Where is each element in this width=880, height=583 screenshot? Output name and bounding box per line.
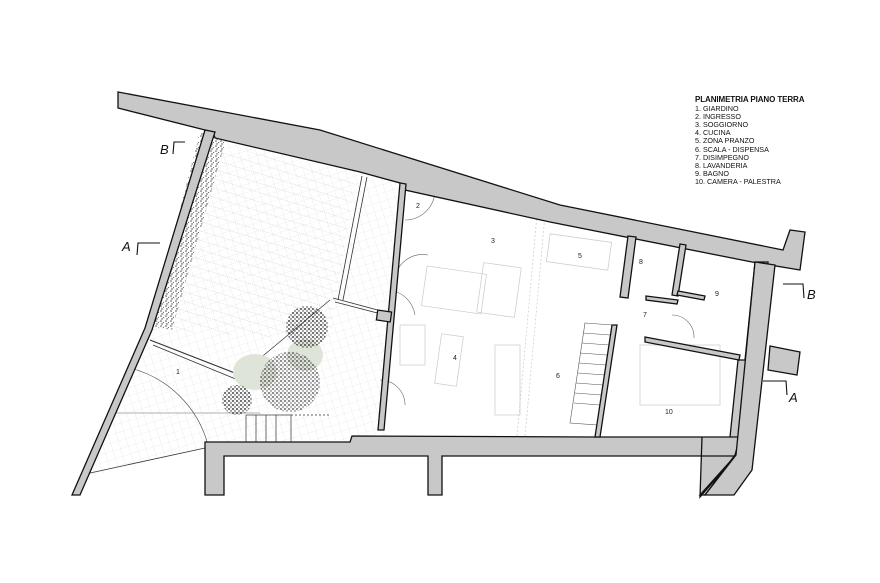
walls [71,91,806,499]
legend-item: 9. BAGNO [695,168,729,178]
legend-item: 1. GIARDINO [695,104,739,114]
partition-7-10 [644,336,741,361]
room-number-5: 5 [578,253,582,260]
east-wall-stub [767,345,801,376]
south-wall [204,261,769,499]
facade-wall [377,182,407,431]
room-number-8: 8 [639,259,643,266]
room-number-7: 7 [643,312,647,319]
legend-item: 7. DISIMPEGNO [695,152,749,162]
room-labels: 1 2 3 4 5 6 7 8 9 10 [176,203,719,416]
section-marker-b-left: B [160,142,169,157]
room-number-4: 4 [453,355,457,362]
legend-title: PLANIMETRIA PIANO TERRA [695,95,805,104]
tree-icon [260,352,320,412]
tree-icon [286,306,328,348]
legend-item: 3. SOGGIORNO [695,120,749,130]
tree-icon [222,385,252,415]
legend-item: 2. INGRESSO [695,112,741,122]
east-wall [703,261,776,496]
partition-9-stub [676,290,706,301]
partition-8-9 [671,243,687,297]
room-number-1: 1 [176,369,180,376]
section-markers [136,141,805,396]
room-number-9: 9 [715,291,719,298]
section-marker-a-left: A [121,239,131,254]
room-number-2: 2 [416,203,420,210]
partition-stair [594,324,618,438]
partition-8-low [645,295,679,305]
section-marker-b-right: B [807,287,816,302]
legend-item: 5. ZONA PRANZO [695,136,755,146]
room-number-3: 3 [491,238,495,245]
room-number-6: 6 [556,373,560,380]
column [375,309,393,323]
room-number-10: 10 [665,409,673,416]
section-marker-a-right: A [788,390,798,405]
furniture [399,214,721,438]
garden-area [88,132,405,478]
partition-6-8 [619,235,637,299]
legend-item: 8. LAVANDERIA [695,160,748,170]
legend-list: 1. GIARDINO 2. INGRESSO 3. SOGGIORNO 4. … [695,104,804,186]
legend: PLANIMETRIA PIANO TERRA 1. GIARDINO 2. I… [695,95,805,186]
legend-item: 10. CAMERA - PALESTRA [695,176,781,186]
legend-item: 4. CUCINA [695,128,731,138]
west-garden-wall [71,129,216,496]
legend-item: 6. SCALA - DISPENSA [695,144,769,154]
